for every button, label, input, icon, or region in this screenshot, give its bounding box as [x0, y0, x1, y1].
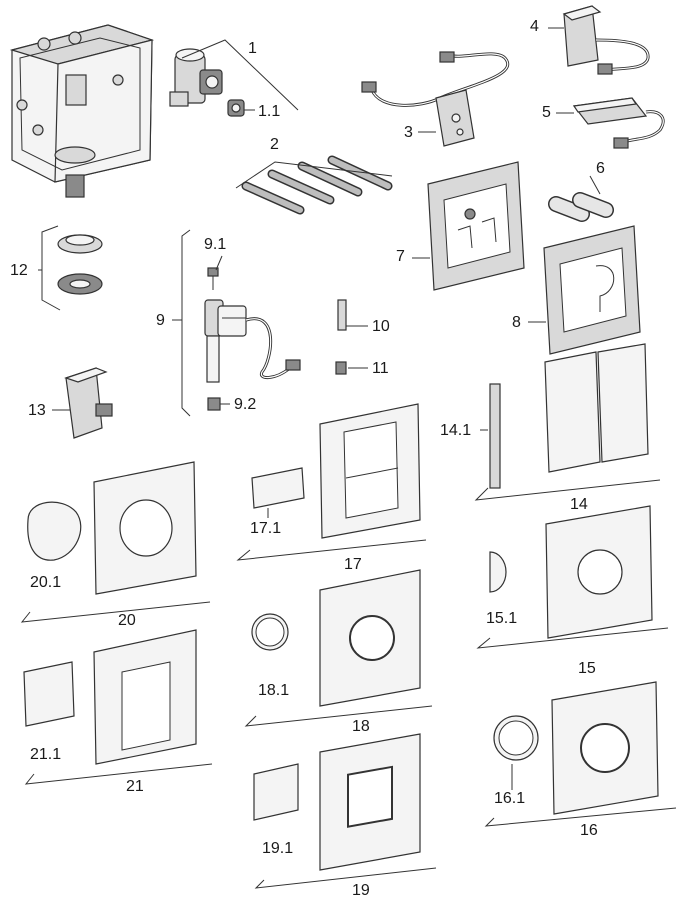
seal-ring-drawing [38, 225, 103, 311]
label-part-19-1: 19.1 [262, 840, 294, 857]
label-part-18-1: 18.1 [258, 682, 290, 699]
label-part-9: 9 [156, 312, 165, 329]
cover-plate-14-drawing [474, 343, 661, 501]
cover-plate-19-drawing [253, 733, 437, 889]
label-part-5: 5 [542, 104, 551, 121]
cover-plate-16-drawing [484, 681, 677, 827]
label-part-12: 12 [10, 262, 28, 279]
label-part-14: 14 [570, 496, 588, 513]
label-part-20: 20 [118, 612, 136, 629]
label-part-9-2: 9.2 [234, 396, 257, 413]
label-part-17-1: 17.1 [250, 520, 282, 537]
label-part-8: 8 [512, 314, 521, 331]
label-part-6: 6 [596, 160, 605, 177]
cover-plate-17-drawing [236, 403, 427, 561]
label-part-17: 17 [344, 556, 362, 573]
label-part-14-1: 14.1 [440, 422, 472, 439]
concealed-box-drawing [9, 24, 155, 198]
label-part-18: 18 [352, 718, 370, 735]
label-part-13: 13 [28, 402, 46, 419]
label-part-1: 1 [248, 40, 257, 57]
cover-plate-20-drawing [20, 461, 211, 623]
label-part-16-1: 16.1 [494, 790, 526, 807]
label-part-3: 3 [404, 124, 413, 141]
batteries-drawing [548, 175, 614, 222]
cable-block-drawing [361, 51, 510, 147]
power-supply-box-drawing [548, 5, 650, 75]
cover-plate-15-drawing [476, 505, 669, 649]
cover-plate-21-drawing [23, 629, 213, 785]
cover-plate-18-drawing [244, 569, 433, 727]
label-part-9-1: 9.1 [204, 236, 227, 253]
label-part-7: 7 [396, 248, 405, 265]
label-part-2: 2 [270, 136, 279, 153]
label-part-21: 21 [126, 778, 144, 795]
label-part-21-1: 21.1 [30, 746, 62, 763]
label-part-10: 10 [372, 318, 390, 335]
small-parts-drawing [335, 299, 368, 375]
label-part-16: 16 [580, 822, 598, 839]
mounting-frame-8-drawing [528, 225, 641, 355]
assembly-9-drawing [172, 229, 301, 417]
mounting-frame-7-drawing [412, 161, 525, 291]
clip-drawing [52, 367, 113, 439]
label-part-19: 19 [352, 882, 370, 899]
valve-drawing [169, 39, 299, 117]
label-part-11: 11 [372, 360, 389, 377]
label-part-4: 4 [530, 18, 539, 35]
label-part-1-1: 1.1 [258, 103, 281, 120]
label-part-15-1: 15.1 [486, 610, 518, 627]
label-part-20-1: 20.1 [30, 574, 62, 591]
battery-pack-drawing [556, 97, 665, 149]
label-part-15: 15 [578, 660, 596, 677]
screws-drawing [235, 155, 393, 215]
